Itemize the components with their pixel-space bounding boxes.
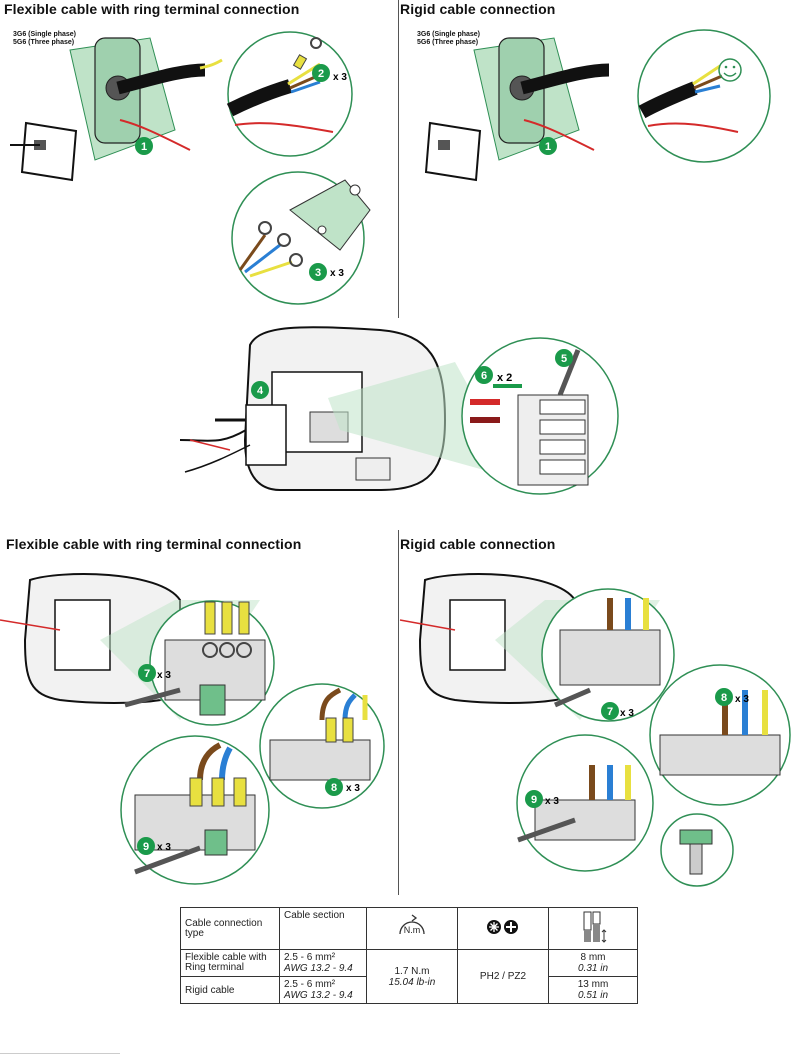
step-9-multiplier-left: x 3 — [157, 842, 171, 853]
step-5-marker: 5 — [555, 349, 573, 367]
illustration-cable-gland-right — [424, 37, 610, 182]
section-title-top-left: Flexible cable with ring terminal connec… — [4, 1, 300, 17]
svg-text:5: 5 — [561, 353, 567, 365]
step-9-marker-right: 9 — [525, 790, 543, 808]
screwdriver-value: PH2 / PZ2 — [457, 949, 549, 1004]
step-9-marker-left: 9 — [137, 837, 155, 855]
svg-text:7: 7 — [607, 706, 613, 718]
step-8-multiplier-left: x 3 — [346, 783, 360, 794]
section-awg: AWG 13.2 - 9.4 — [284, 963, 353, 974]
strip-imperial: 0.51 in — [577, 990, 609, 1001]
strip-imperial: 0.31 in — [577, 963, 609, 974]
footer-rule — [0, 1053, 120, 1054]
section-metric: 2.5 - 6 mm² — [284, 952, 336, 963]
screwdriver-type-icon — [487, 920, 518, 934]
callout-step-9-right — [516, 734, 654, 872]
torque-value: 1.7 N.m 15.04 lb-in — [366, 949, 458, 1004]
svg-text:N.m: N.m — [404, 925, 421, 935]
installation-illustrations: 1 2 x 3 3 x 3 — [0, 29, 791, 887]
svg-text:2: 2 — [318, 68, 324, 80]
step-8-multiplier-right: x 3 — [735, 694, 749, 705]
cable-note-three: 5G6 (Three phase) — [417, 39, 479, 46]
table-header-row: Cable connection type Cable section N.m — [180, 907, 638, 950]
section-title-bottom-right: Rigid cable connection — [400, 536, 556, 552]
torque-icon: N.m — [399, 914, 425, 935]
step-4-marker: 4 — [251, 381, 269, 399]
callout-step-8-left — [259, 683, 385, 809]
callout-step-8-right — [649, 664, 791, 806]
step-8-marker-right: 8 — [715, 688, 733, 706]
strip-length-icon — [583, 911, 607, 943]
svg-text:3: 3 — [315, 267, 321, 279]
row-section: 2.5 - 6 mm² AWG 13.2 - 9.4 — [279, 949, 367, 977]
cable-note-block-right: 3G6 (Single phase) 5G6 (Three phase) — [417, 31, 480, 47]
svg-text:7: 7 — [144, 668, 150, 680]
illustration-cable-gland-left — [10, 37, 223, 182]
smiley-icon — [718, 58, 742, 82]
cable-spec-table: Cable connection type Cable section N.m — [180, 907, 638, 1004]
step-7-marker-right: 7 — [601, 702, 619, 720]
svg-text:8: 8 — [721, 692, 727, 704]
step-6-multiplier: x 2 — [497, 372, 512, 384]
step-7-marker-left: 7 — [138, 664, 156, 682]
table-row: Flexible cable with Ring terminal 2.5 - … — [180, 949, 638, 1004]
table-row: Rigid cable 2.5 - 6 mm² AWG 13.2 - 9.4 1… — [180, 976, 638, 1004]
section-awg: AWG 13.2 - 9.4 — [284, 990, 353, 1001]
header-torque: N.m — [366, 907, 458, 950]
step-7-multiplier-left: x 3 — [157, 670, 171, 681]
svg-text:9: 9 — [531, 794, 537, 806]
svg-text:4: 4 — [257, 385, 264, 397]
step-3-multiplier: x 3 — [330, 268, 344, 279]
cable-note-single: 3G6 (Single phase) — [417, 31, 481, 38]
header-cable-type: Cable connection type — [180, 907, 280, 950]
torque-imperial: 15.04 lb-in — [388, 976, 436, 988]
step-8-marker-left: 8 — [325, 778, 343, 796]
step-2-multiplier: x 3 — [333, 72, 347, 83]
step-1-marker-right: 1 — [539, 137, 557, 155]
callout-step-9-left — [120, 735, 270, 885]
step-1-marker-left: 1 — [135, 137, 153, 155]
step-number: 1 — [141, 141, 147, 153]
header-screwdriver — [457, 907, 549, 950]
section-metric: 2.5 - 6 mm² — [284, 979, 336, 990]
strip-value: 13 mm 0.51 in — [548, 976, 638, 1004]
step-6-marker: 6 — [475, 366, 493, 384]
header-strip-length — [548, 907, 638, 950]
svg-text:6: 6 — [481, 370, 487, 382]
torque-metric: 1.7 N.m — [394, 965, 430, 977]
illustration-ring-terminal-wiring — [0, 573, 275, 726]
cable-note-single: 3G6 (Single phase) — [13, 31, 77, 38]
svg-text:8: 8 — [331, 782, 337, 794]
step-3-marker: 3 — [309, 263, 327, 281]
divider-bottom — [398, 530, 399, 895]
step-9-multiplier-right: x 3 — [545, 796, 559, 807]
cable-note-block-left: 3G6 (Single phase) 5G6 (Three phase) — [13, 31, 76, 47]
callout-terminal-block — [461, 337, 619, 495]
callout-rigid-cable — [637, 29, 771, 163]
callout-step-3 — [231, 171, 371, 305]
strip-metric: 8 mm — [580, 952, 606, 963]
divider-top — [398, 0, 399, 318]
section-title-bottom-left: Flexible cable with ring terminal connec… — [6, 536, 302, 552]
row-type: Flexible cable with Ring terminal — [180, 949, 280, 977]
row-type: Rigid cable — [180, 976, 280, 1004]
row-section: 2.5 - 6 mm² AWG 13.2 - 9.4 — [279, 976, 367, 1004]
illustration-rigid-wiring — [399, 573, 675, 722]
step-7-multiplier-right: x 3 — [620, 708, 634, 719]
svg-text:9: 9 — [143, 841, 149, 853]
step-2-marker: 2 — [312, 64, 330, 82]
cable-note-three: 5G6 (Three phase) — [13, 39, 75, 46]
section-title-top-right: Rigid cable connection — [400, 1, 556, 17]
callout-step-2 — [226, 31, 353, 157]
svg-text:1: 1 — [545, 141, 551, 153]
header-cable-section: Cable section — [279, 907, 367, 950]
callout-screw-detail — [660, 813, 734, 887]
strip-metric: 13 mm — [577, 979, 609, 990]
strip-value: 8 mm 0.31 in — [548, 949, 638, 977]
